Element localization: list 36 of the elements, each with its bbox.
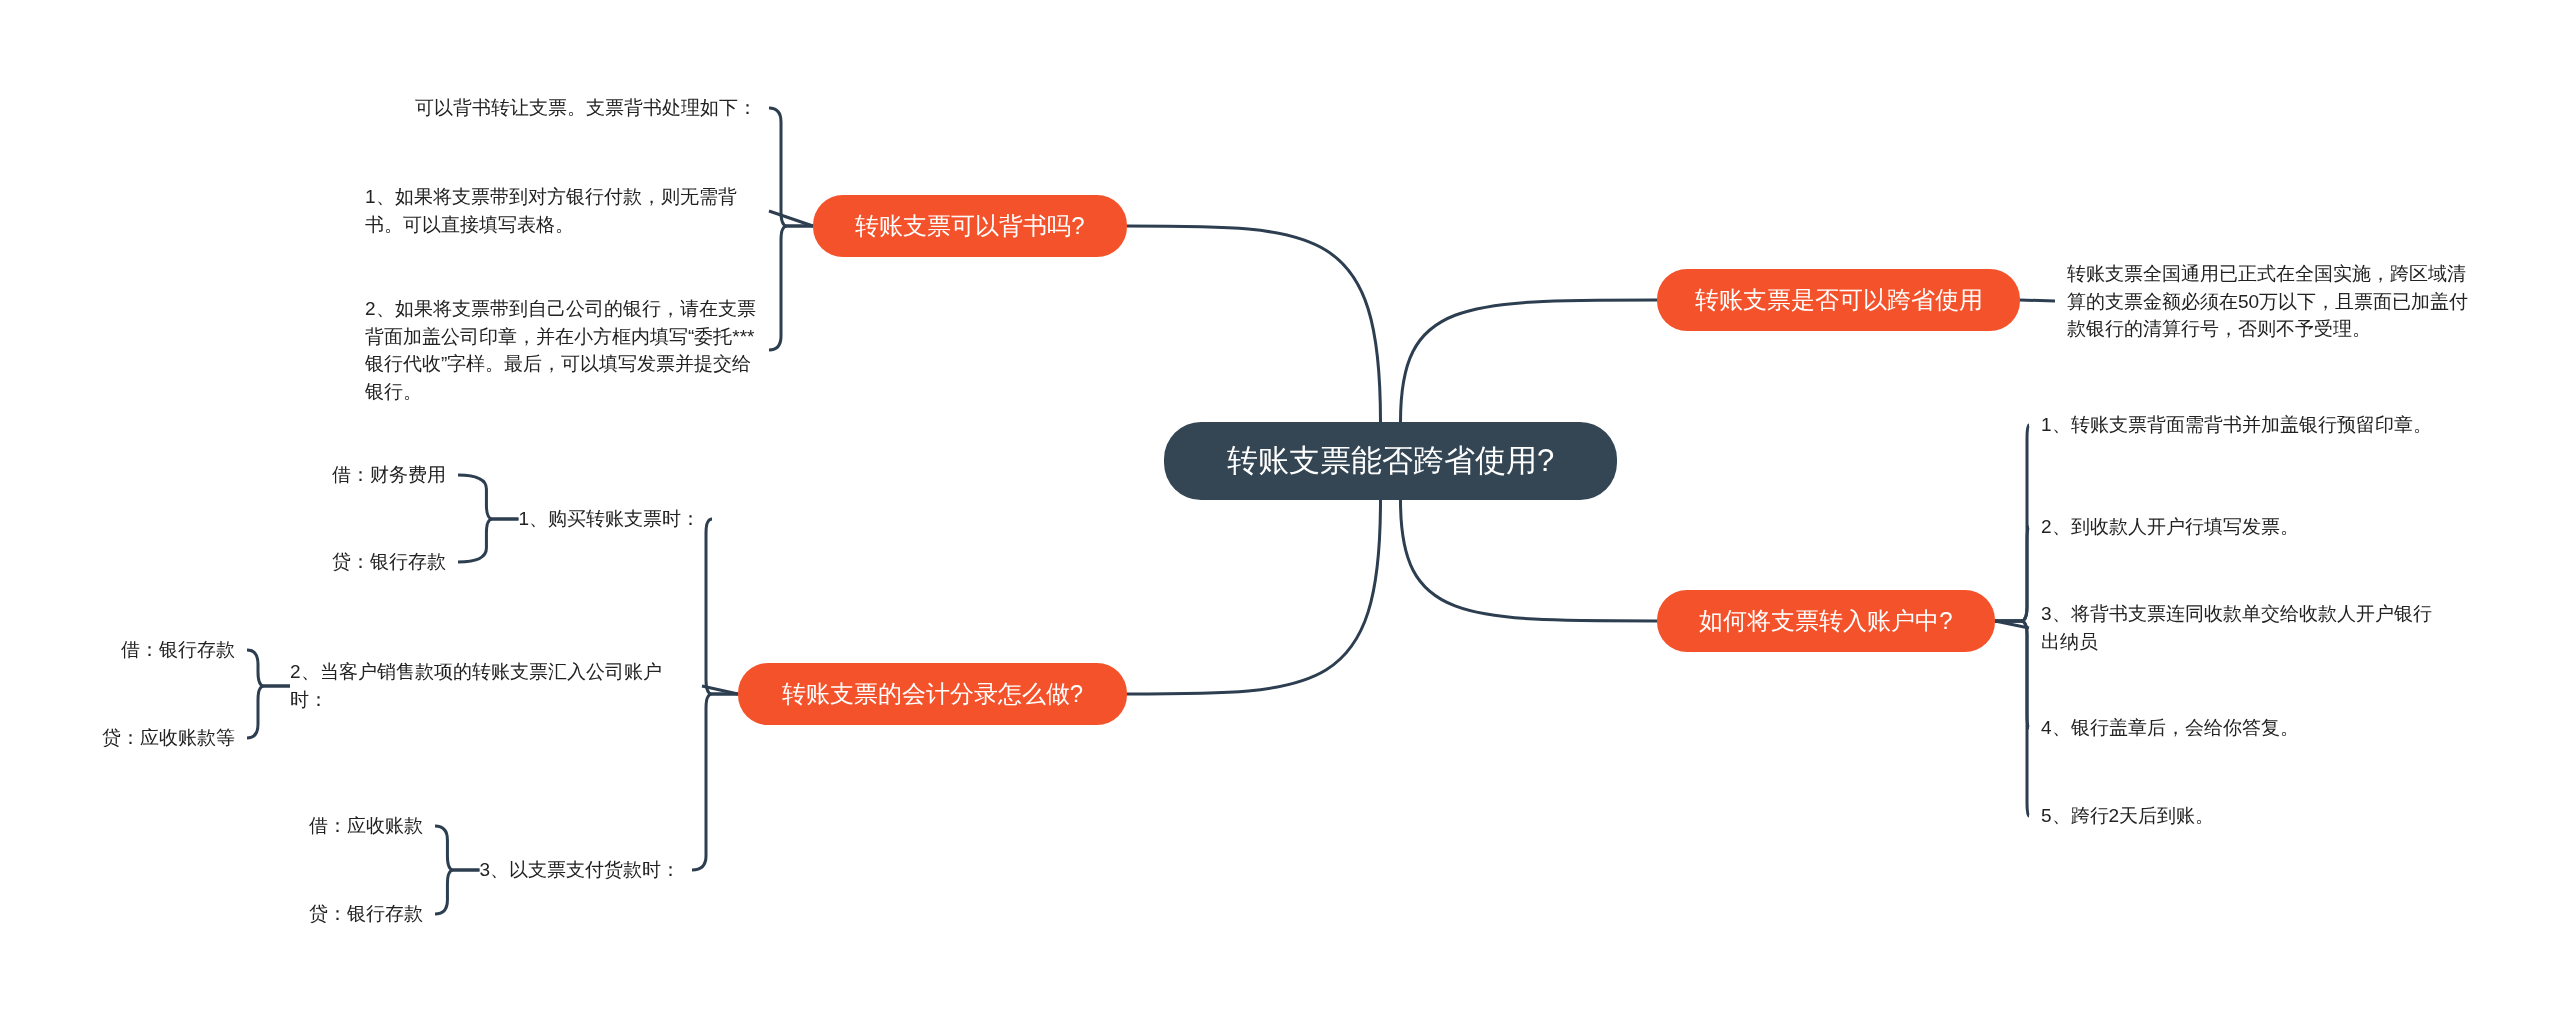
branch-text: 3、将背书支票连同收款单交给收款人开户银行出纳员 [2041, 600, 2433, 656]
branch-line [691, 692, 738, 872]
branch-text: 贷：银行存款 [332, 548, 446, 576]
branch-text: 2、如果将支票带到自己公司的银行，请在支票背面加盖公司印章，并在小方框内填写“委托***银行代收”字样。最后，可以填写发票并提交给银行。 [365, 294, 757, 406]
topic-pill: 如何将支票转入账户中? [1657, 590, 1995, 652]
branch-line [1399, 298, 1657, 423]
branch-line [246, 684, 290, 740]
branch-line [1399, 499, 1657, 623]
branch-text: 5、跨行2天后到账。 [2041, 802, 2433, 830]
branch-text: 4、银行盖章后，会给你答复。 [2041, 714, 2433, 742]
branch-line [768, 224, 813, 352]
branch-text: 贷：应收账款等 [102, 724, 235, 752]
branch-line [457, 517, 519, 564]
topic-pill: 转账支票可以背书吗? [813, 195, 1127, 257]
branch-line [434, 868, 480, 916]
branch-text: 3、以支票支付货款时： [479, 856, 680, 884]
branch-text: 1、转账支票背面需背书并加盖银行预留印章。 [2041, 411, 2433, 439]
central-topic: 转账支票能否跨省使用? [1164, 422, 1617, 500]
branch-text: 借：银行存款 [121, 636, 235, 664]
branch-text: 贷：银行存款 [309, 900, 423, 928]
branch-line [768, 209, 814, 228]
topic-pill: 转账支票的会计分录怎么做? [738, 663, 1127, 725]
branch-text: 2、当客户销售款项的转账支票汇入公司账户时： [290, 658, 690, 714]
branch-text: 转账支票全国通用已正式在全国实施，跨区域清算的支票金额必须在50万以下，且票面已加盖付款银行的清算行号，否则不予受理。 [2067, 259, 2477, 343]
branch-text: 可以背书转让支票。支票背书处理如下： [365, 94, 757, 122]
branch-line [701, 684, 739, 696]
branch-line [1127, 224, 1382, 423]
branch-text: 1、如果将支票带到对方银行付款，则无需背书。可以直接填写表格。 [365, 183, 757, 239]
branch-line [1127, 499, 1382, 696]
branch-text: 借：应收账款 [309, 812, 423, 840]
topic-pill: 转账支票是否可以跨省使用 [1657, 269, 2020, 331]
branch-text: 2、到收款人开户行填写发票。 [2041, 513, 2433, 541]
branch-line [1995, 619, 2031, 817]
branch-text: 1、购买转账支票时： [518, 505, 700, 533]
branch-line [2019, 298, 2056, 303]
branch-text: 借：财务费用 [332, 461, 446, 489]
